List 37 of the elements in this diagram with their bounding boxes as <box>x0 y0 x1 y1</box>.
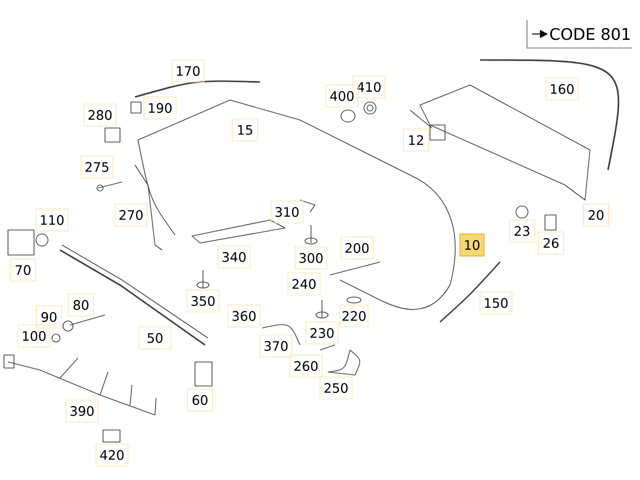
callout-number: 410 <box>352 76 386 98</box>
callout-number: 420 <box>96 444 128 466</box>
callout-number: 170 <box>172 60 204 82</box>
callout-number: 110 <box>36 208 68 232</box>
callout-number: 280 <box>84 104 116 126</box>
callout-number: 310 <box>270 200 304 224</box>
callout-number: 390 <box>66 400 98 422</box>
callout-number: 270 <box>114 204 148 226</box>
callout-number: 275 <box>80 156 114 178</box>
callout-number: 230 <box>306 322 338 344</box>
callout-number: 10 <box>459 233 485 257</box>
callout-number: 400 <box>326 84 358 108</box>
callout-number: 12 <box>402 128 430 152</box>
callout-number: 250 <box>320 376 352 400</box>
callout-number: 360 <box>228 304 260 328</box>
callout-number: 340 <box>218 246 250 268</box>
callout-number: 350 <box>186 290 220 312</box>
callout-number: 70 <box>10 258 36 282</box>
callout-number: 20 <box>582 204 610 226</box>
callout-number: 370 <box>260 334 292 358</box>
callout-number: 90 <box>36 306 62 328</box>
callout-number: 190 <box>144 96 176 120</box>
callout-number: 100 <box>18 324 50 348</box>
code-label: CODE 801 <box>550 28 630 40</box>
callout-number: 50 <box>138 326 172 350</box>
callout-number: 150 <box>480 292 512 314</box>
callout-number: 60 <box>186 388 214 412</box>
callout-number: 26 <box>538 232 564 254</box>
callout-number: 15 <box>232 118 258 142</box>
callout-number: 260 <box>290 354 322 378</box>
callout-number: 200 <box>340 236 374 260</box>
callout-number: 220 <box>340 304 368 328</box>
callout-number: 160 <box>546 78 578 100</box>
callout-number: 240 <box>288 272 320 296</box>
callout-number: 80 <box>68 294 94 316</box>
callout-number: 300 <box>294 246 328 270</box>
callout-number: 23 <box>508 220 536 242</box>
